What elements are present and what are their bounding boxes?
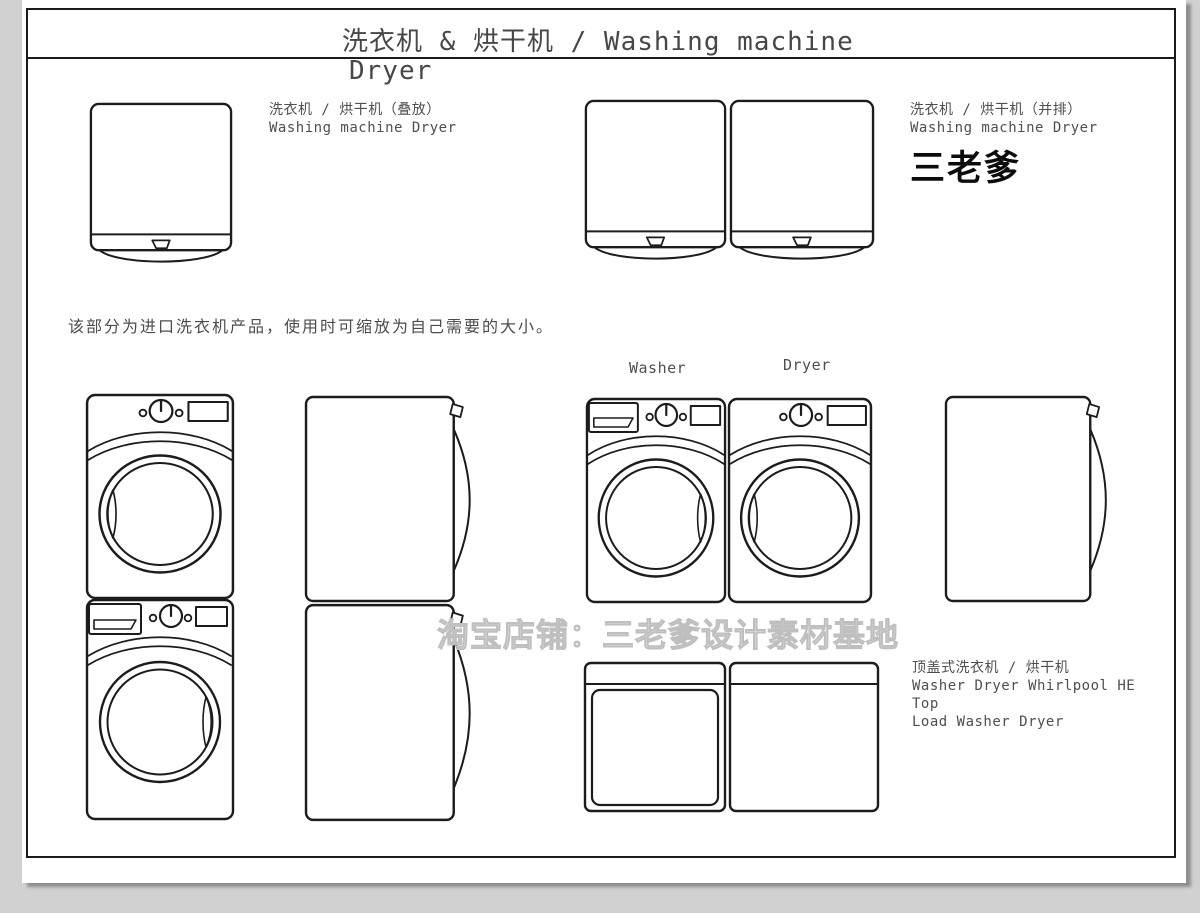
side-by-side-label-en: Washing machine Dryer bbox=[910, 120, 1098, 136]
pair-unit-right-drawing bbox=[729, 99, 875, 260]
stacked-side-view-top-drawing bbox=[304, 395, 471, 603]
brand-mark: 三老爹 bbox=[910, 149, 1022, 189]
sheet-title-line1: 洗衣机 & 烘干机 / Washing machine bbox=[342, 27, 854, 57]
stacked-unit-front-drawing bbox=[89, 102, 233, 263]
drawing-frame bbox=[26, 8, 1176, 858]
top-load-dryer-top-view-drawing bbox=[728, 661, 880, 813]
single-side-view-drawing bbox=[944, 395, 1107, 603]
stacked-side-view-bottom-drawing bbox=[304, 603, 471, 822]
stacked-label-cn: 洗衣机 / 烘干机（叠放） bbox=[269, 102, 441, 118]
title-divider-line bbox=[26, 57, 1176, 59]
top-load-label-block: 顶盖式洗衣机 / 烘干机 Washer Dryer Whirlpool HE T… bbox=[912, 659, 1135, 731]
top-load-washer-top-view-drawing bbox=[583, 661, 727, 813]
top-load-label-en1: Washer Dryer Whirlpool HE bbox=[912, 678, 1136, 694]
side-by-side-label-cn: 洗衣机 / 烘干机（并排） bbox=[910, 102, 1082, 118]
stacked-dryer-front-drawing bbox=[85, 393, 235, 600]
sheet-page: 洗衣机 & 烘干机 / Washing machine Dryer 洗衣机 / … bbox=[22, 0, 1186, 883]
watermark-text: 淘宝店铺：三老爹设计素材基地 bbox=[436, 616, 900, 655]
sheet-title-line2: Dryer bbox=[349, 56, 433, 86]
note-text: 该部分为进口洗衣机产品，使用时可缩放为自己需要的大小。 bbox=[68, 317, 555, 336]
top-load-label-en3: Load Washer Dryer bbox=[912, 714, 1064, 730]
washer-column-label: Washer bbox=[629, 359, 687, 377]
dryer-front-drawing bbox=[727, 397, 873, 604]
dryer-column-label: Dryer bbox=[783, 356, 831, 374]
stacked-label-en: Washing machine Dryer bbox=[269, 120, 457, 136]
top-load-label-en2: Top bbox=[912, 696, 939, 712]
washer-front-drawing bbox=[585, 397, 727, 604]
stacked-washer-front-drawing bbox=[85, 598, 235, 821]
pair-unit-left-drawing bbox=[584, 99, 727, 260]
top-load-label-cn: 顶盖式洗衣机 / 烘干机 bbox=[912, 660, 1070, 676]
